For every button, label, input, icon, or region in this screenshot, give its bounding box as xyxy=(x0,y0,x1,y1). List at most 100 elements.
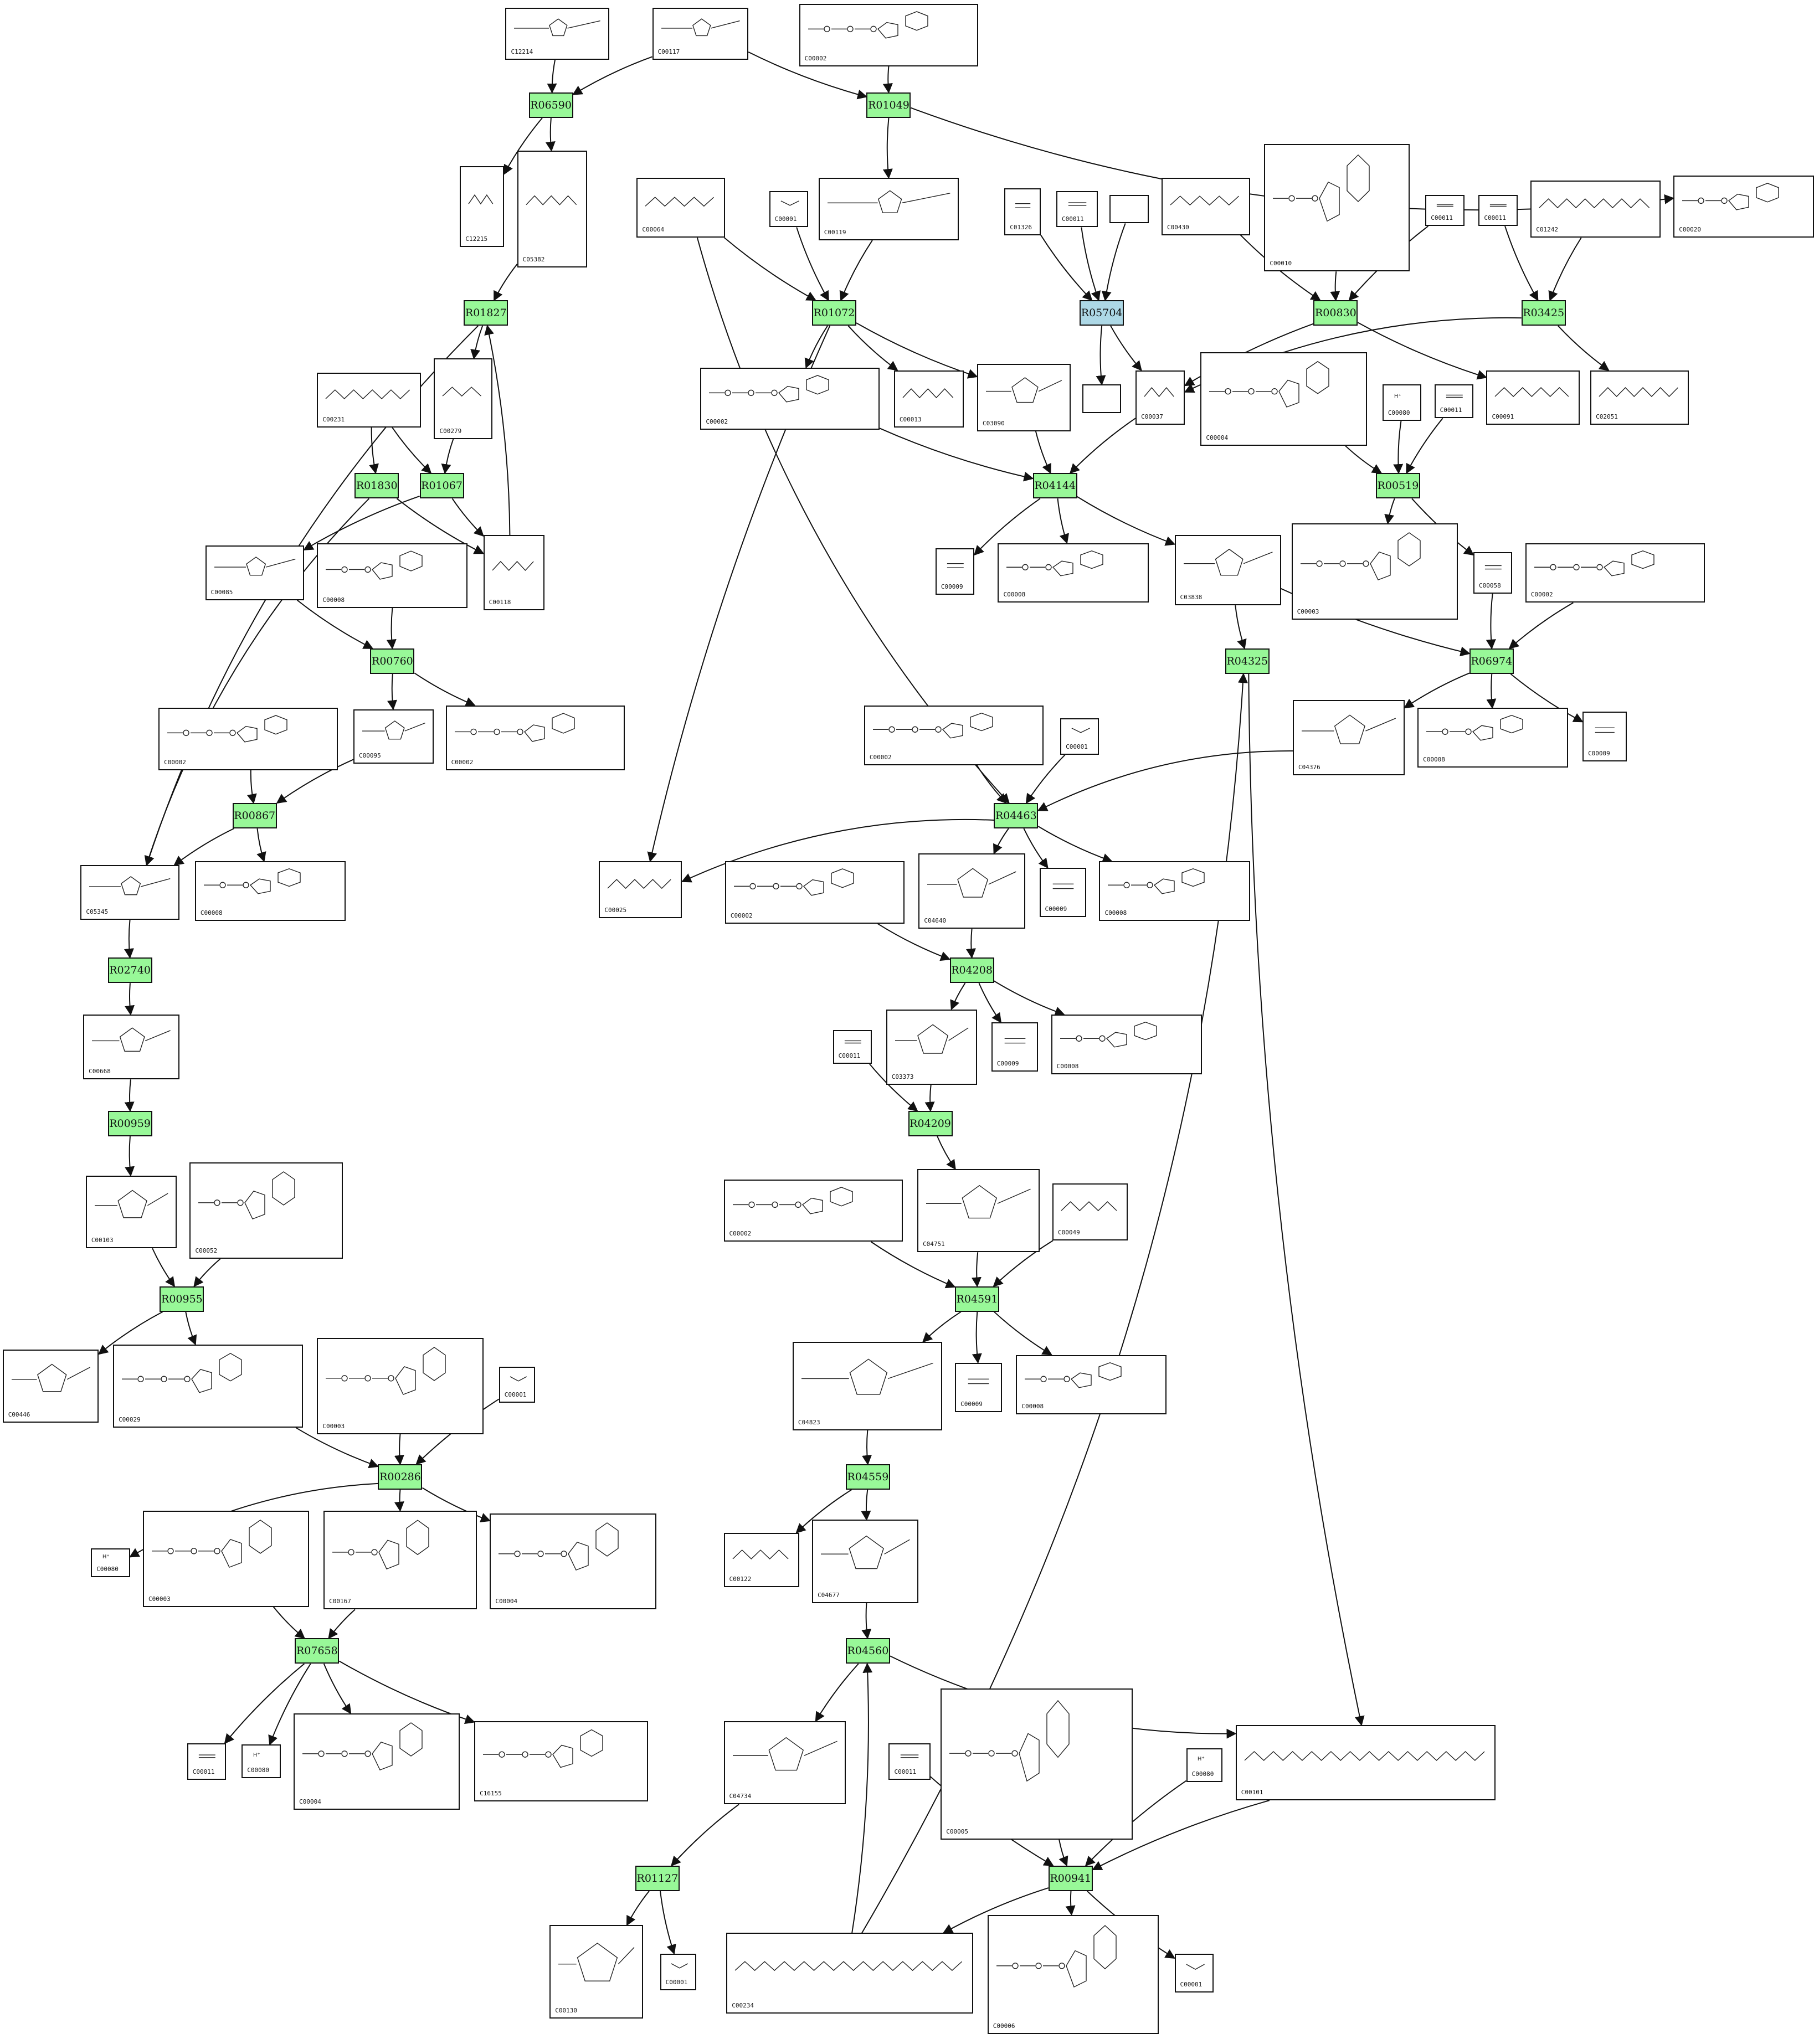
compound-c00119[interactable]: C00119 xyxy=(818,178,959,240)
compound-c00004[interactable]: C00004 xyxy=(490,1513,656,1610)
compound-c00002[interactable]: C00002 xyxy=(723,1179,903,1242)
compound-c00037[interactable]: C00037 xyxy=(1135,370,1185,425)
reaction-node-r04325[interactable]: R04325 xyxy=(1225,648,1270,674)
compound-c00008[interactable]: C00008 xyxy=(1051,1014,1202,1074)
compound-c00011[interactable]: C00011 xyxy=(1425,194,1465,226)
reaction-node-r04208[interactable]: R04208 xyxy=(949,957,994,984)
compound-c00001[interactable]: C00001 xyxy=(499,1366,536,1403)
compound-c00008[interactable]: C00008 xyxy=(1016,1355,1167,1415)
compound-c00091[interactable]: C00091 xyxy=(1486,370,1580,425)
compound-c00167[interactable]: C00167 xyxy=(323,1511,477,1610)
compound-c00064[interactable]: C00064 xyxy=(636,178,725,238)
compound-c02051[interactable]: C02051 xyxy=(1590,370,1689,425)
compound-c00003[interactable]: C00003 xyxy=(1291,523,1458,620)
reaction-node-r01067[interactable]: R01067 xyxy=(419,473,464,499)
compound-c00668[interactable]: C00668 xyxy=(83,1014,179,1080)
compound-c04376[interactable]: C04376 xyxy=(1292,700,1405,776)
compound-c00430[interactable]: C00430 xyxy=(1162,178,1250,235)
compound-c00008[interactable]: C00008 xyxy=(1099,861,1250,921)
compound-c04677[interactable]: C04677 xyxy=(812,1520,919,1603)
compound-c00001[interactable]: C00001 xyxy=(1060,718,1099,755)
compound-c00011[interactable]: C00011 xyxy=(888,1743,931,1780)
compound-c00002[interactable]: C00002 xyxy=(864,705,1044,765)
reaction-node-r00519[interactable]: R00519 xyxy=(1375,473,1420,499)
compound-c00002[interactable]: C00002 xyxy=(724,861,905,924)
compound-c00001[interactable]: C00001 xyxy=(660,1953,697,1990)
compound-c00080[interactable]: H⁺C00080 xyxy=(91,1548,130,1577)
compound-c00002[interactable]: C00002 xyxy=(158,708,338,770)
reaction-node-r04463[interactable]: R04463 xyxy=(994,803,1039,829)
compound-c00003[interactable]: C00003 xyxy=(143,1511,310,1607)
reaction-node-r00760[interactable]: R00760 xyxy=(370,648,415,674)
compound-c05382[interactable]: C05382 xyxy=(517,151,588,268)
compound-c00009[interactable]: C00009 xyxy=(955,1362,1002,1412)
reaction-node-r04591[interactable]: R04591 xyxy=(954,1286,999,1312)
compound-c00009[interactable]: C00009 xyxy=(935,548,975,595)
reaction-node-r01049[interactable]: R01049 xyxy=(866,92,911,118)
compound-c00009[interactable]: C00009 xyxy=(1039,867,1086,918)
compound-c00002[interactable]: C00002 xyxy=(700,367,880,430)
compound-c00009[interactable]: C00009 xyxy=(991,1022,1039,1072)
compound-c00052[interactable]: C00052 xyxy=(189,1162,343,1259)
compound-c04823[interactable]: C04823 xyxy=(792,1342,942,1430)
compound-c00049[interactable]: C00049 xyxy=(1052,1183,1128,1241)
compound-c00011[interactable]: C00011 xyxy=(1478,194,1518,226)
compound-c00011[interactable]: C00011 xyxy=(833,1030,872,1064)
compound-c00013[interactable]: C00013 xyxy=(893,370,964,428)
compound-c00009[interactable]: C00009 xyxy=(1582,712,1627,761)
compound-c00008[interactable]: C00008 xyxy=(194,861,346,921)
compound-c12215[interactable]: C12215 xyxy=(460,166,505,247)
compound-c00002[interactable]: C00002 xyxy=(445,705,625,770)
compound-c00008[interactable]: C00008 xyxy=(1417,708,1569,768)
compound-c00003[interactable]: C00003 xyxy=(317,1338,484,1434)
compound-c03838[interactable]: C03838 xyxy=(1174,535,1281,606)
compound-c00005[interactable]: C00005 xyxy=(941,1688,1133,1840)
compound-c16155[interactable]: C16155 xyxy=(474,1721,649,1802)
compound-c00004[interactable]: C00004 xyxy=(1200,352,1367,446)
compound-c00130[interactable]: C00130 xyxy=(549,1925,644,2019)
compound-c00058[interactable]: C00058 xyxy=(1473,552,1513,594)
compound-c03090[interactable]: C03090 xyxy=(977,363,1071,431)
compound-c00020[interactable]: C00020 xyxy=(1673,175,1814,238)
compound-c00103[interactable]: C00103 xyxy=(85,1175,177,1249)
reaction-node-r01827[interactable]: R01827 xyxy=(464,300,508,326)
compound-c00011[interactable]: C00011 xyxy=(187,1743,227,1780)
compound-c00080[interactable]: H⁺C00080 xyxy=(241,1744,281,1779)
compound-c05345[interactable]: C05345 xyxy=(80,865,179,920)
compound-c00006[interactable]: C00006 xyxy=(987,1914,1159,2035)
reaction-node-r04559[interactable]: R04559 xyxy=(845,1464,890,1490)
reaction-node-r04209[interactable]: R04209 xyxy=(908,1111,953,1137)
reaction-node-r04560[interactable]: R04560 xyxy=(845,1638,890,1664)
compound-c00446[interactable]: C00446 xyxy=(2,1350,99,1423)
compound-placeholder[interactable] xyxy=(1109,194,1149,224)
compound-c00001[interactable]: C00001 xyxy=(1174,1953,1214,1993)
compound-c00001[interactable]: C00001 xyxy=(769,191,808,228)
reaction-node-r02740[interactable]: R02740 xyxy=(107,957,152,984)
compound-c00008[interactable]: C00008 xyxy=(317,543,468,608)
compound-c04734[interactable]: C04734 xyxy=(723,1721,846,1805)
compound-c00234[interactable]: C00234 xyxy=(726,1933,973,2014)
compound-c00085[interactable]: C00085 xyxy=(205,545,304,600)
compound-c01326[interactable]: C01326 xyxy=(1004,188,1041,235)
compound-c00002[interactable]: C00002 xyxy=(799,4,979,66)
compound-c04640[interactable]: C04640 xyxy=(918,853,1025,929)
compound-placeholder[interactable] xyxy=(1082,384,1122,413)
compound-c00002[interactable]: C00002 xyxy=(1525,543,1705,603)
compound-c00025[interactable]: C00025 xyxy=(599,861,682,919)
reaction-node-r00286[interactable]: R00286 xyxy=(378,1464,423,1490)
reaction-node-r04144[interactable]: R04144 xyxy=(1032,473,1077,499)
compound-c00231[interactable]: C00231 xyxy=(317,373,421,428)
compound-c00279[interactable]: C00279 xyxy=(434,358,492,439)
reaction-node-r01072[interactable]: R01072 xyxy=(811,300,856,326)
compound-c00117[interactable]: C00117 xyxy=(652,8,749,60)
compound-c00122[interactable]: C00122 xyxy=(723,1532,799,1588)
compound-c00011[interactable]: C00011 xyxy=(1434,384,1473,419)
reaction-node-r06974[interactable]: R06974 xyxy=(1469,648,1514,674)
compound-c03373[interactable]: C03373 xyxy=(886,1009,977,1085)
reaction-node-r00867[interactable]: R00867 xyxy=(232,803,277,829)
compound-c00101[interactable]: C00101 xyxy=(1235,1725,1496,1801)
reaction-node-r07658[interactable]: R07658 xyxy=(295,1638,340,1664)
reaction-node-r00830[interactable]: R00830 xyxy=(1313,300,1358,326)
reaction-node-r01127[interactable]: R01127 xyxy=(635,1865,680,1891)
compound-c00004[interactable]: C00004 xyxy=(294,1713,460,1810)
